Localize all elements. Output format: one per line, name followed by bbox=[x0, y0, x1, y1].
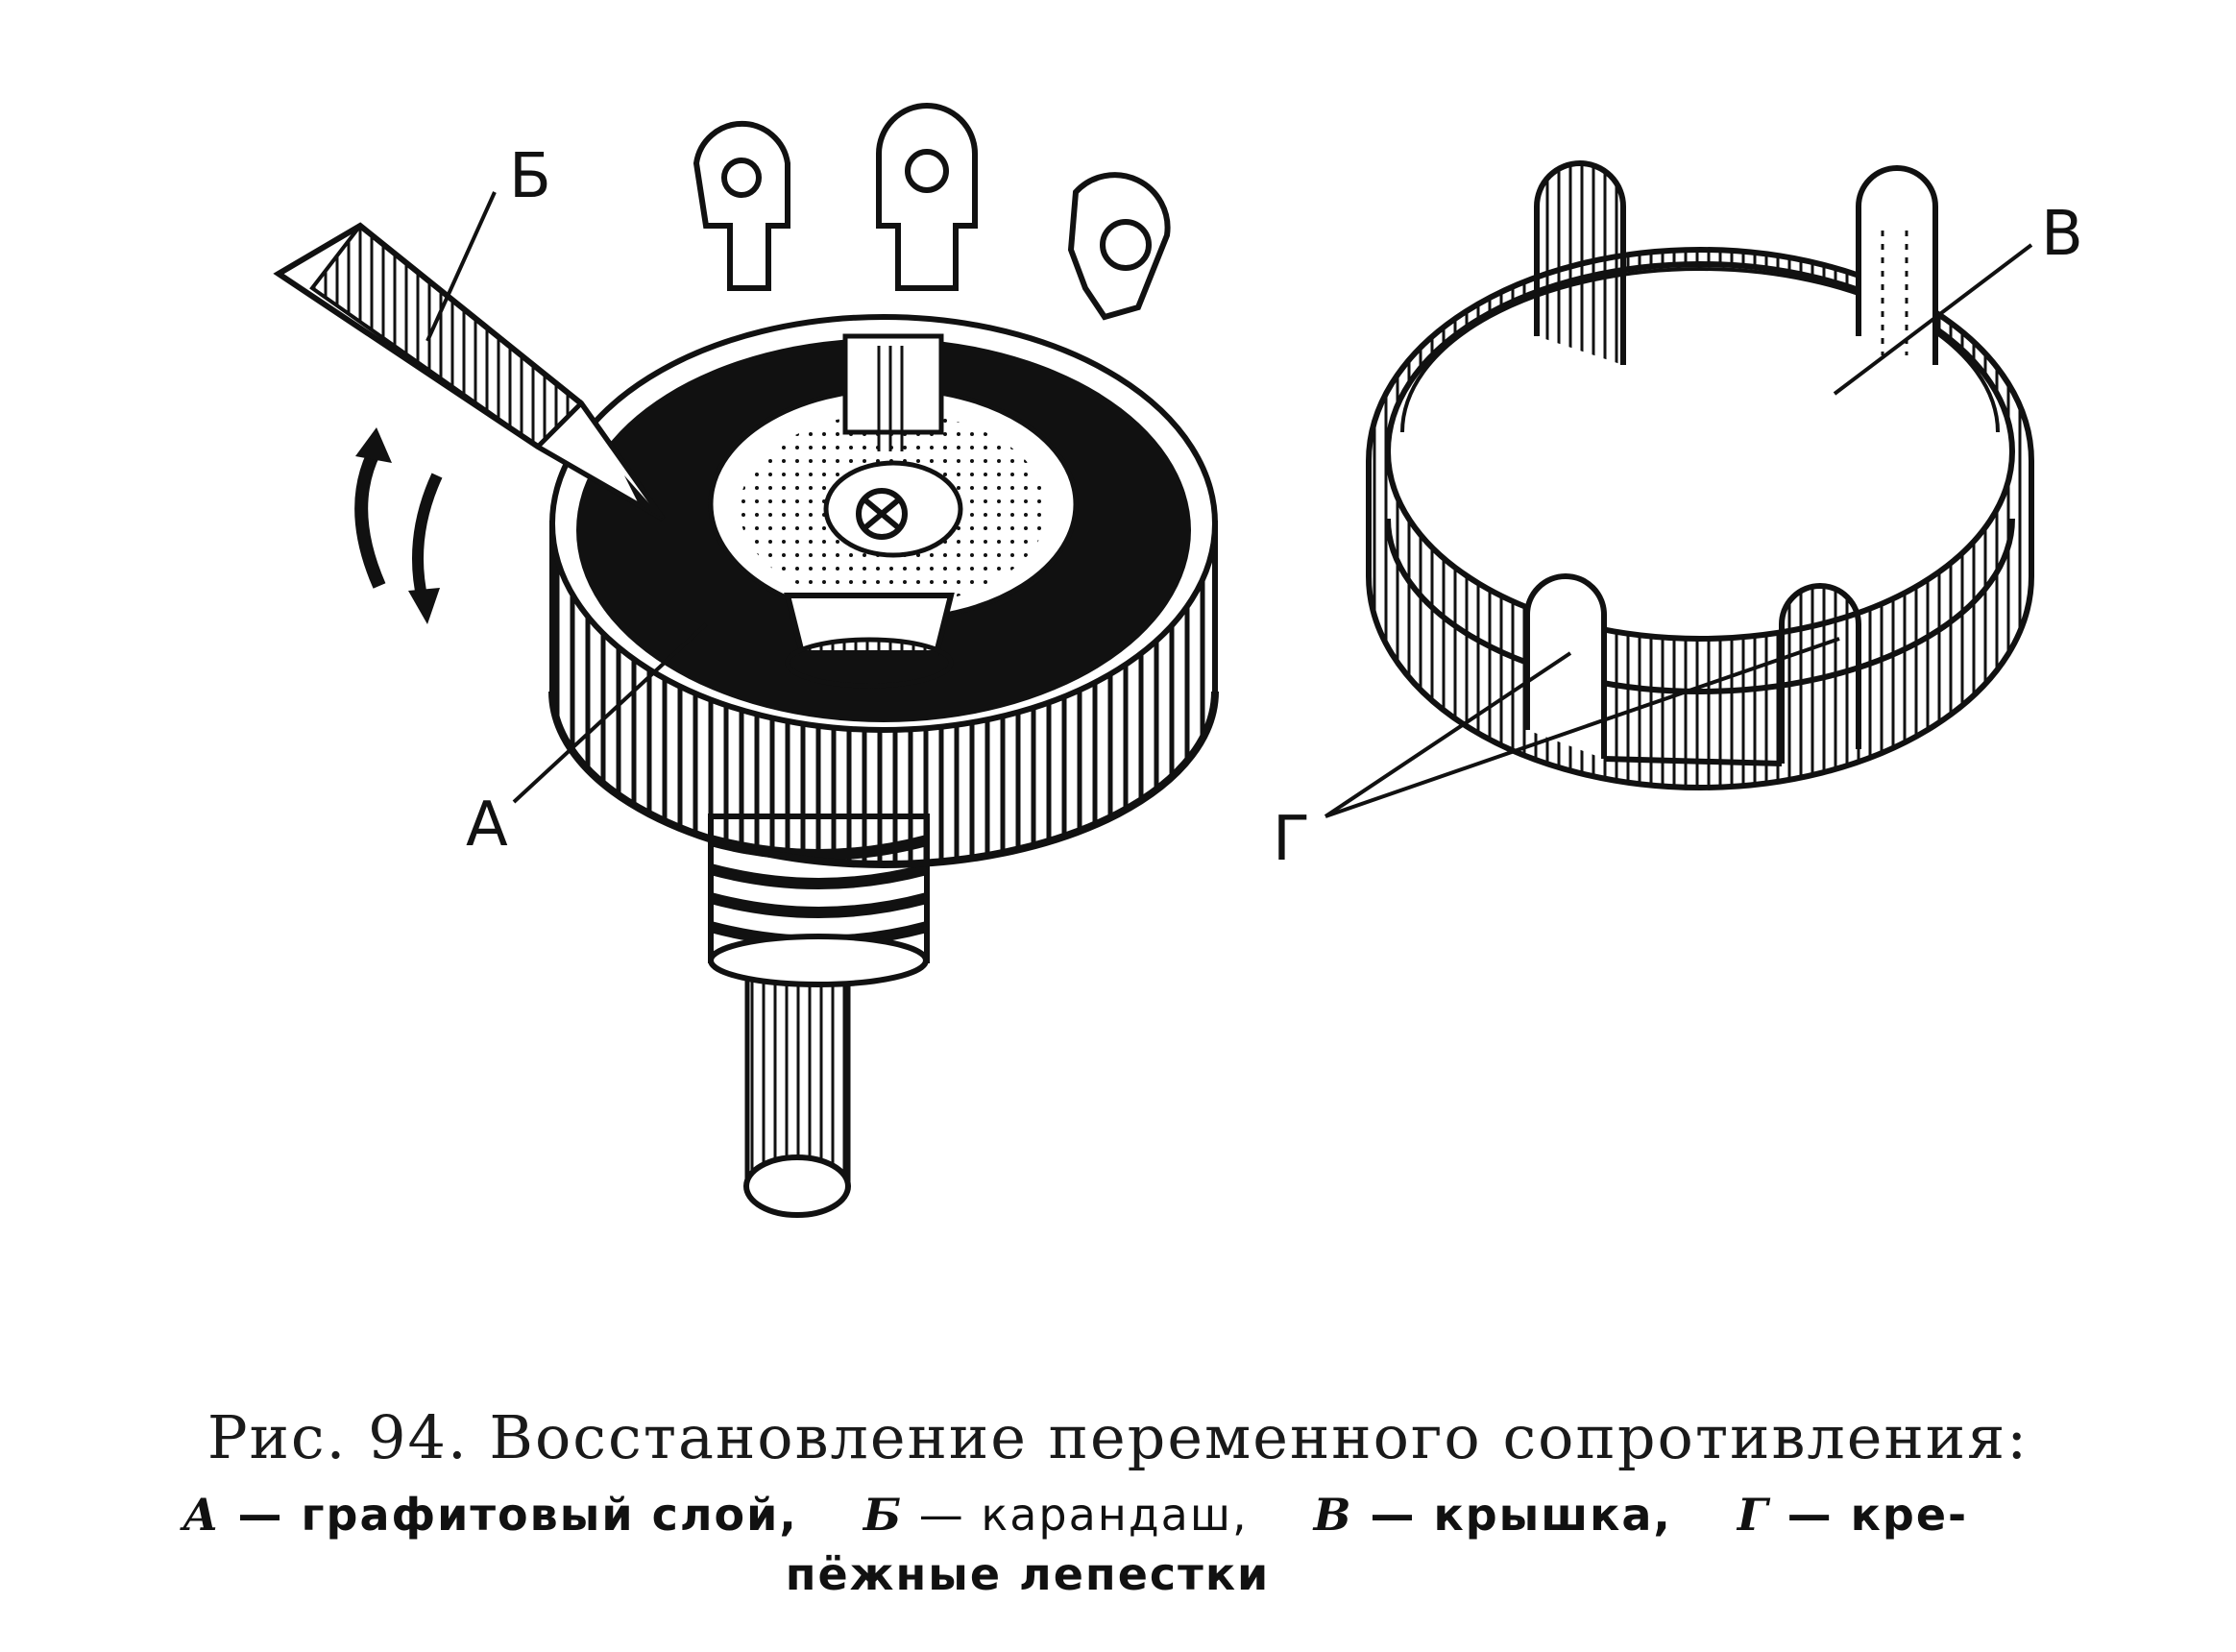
cover-tab-front-left bbox=[1524, 573, 1607, 759]
legend-continuation: пёжные лепестки bbox=[785, 1548, 1271, 1600]
legend-key-b: Б bbox=[863, 1489, 904, 1541]
wiper-arm bbox=[784, 333, 955, 689]
label-b: Б bbox=[509, 141, 551, 212]
terminal-right bbox=[1067, 172, 1171, 321]
figure-legend: А — графитовый слой, Б — карандаш, В — к… bbox=[182, 1489, 2055, 1608]
potentiometer bbox=[548, 103, 1219, 1218]
potentiometer-diagram: Б А В Г bbox=[273, 103, 2083, 1218]
legend-text-v: — крышка, bbox=[1352, 1489, 1672, 1541]
cover bbox=[1366, 160, 2034, 790]
rotation-arrows-icon bbox=[354, 427, 443, 624]
label-v: В bbox=[2041, 199, 2083, 270]
legend-row: А — графитовый слой, Б — карандаш, В — к… bbox=[182, 1489, 2055, 1548]
legend-key-g: Г bbox=[1737, 1489, 1770, 1541]
legend-text-b: — карандаш, bbox=[903, 1489, 1249, 1541]
legend-text-g: — кре- bbox=[1769, 1489, 1969, 1541]
pencil bbox=[273, 222, 666, 522]
figure-caption-title: Рис. 94. Восстановление переменного сопр… bbox=[207, 1402, 2029, 1472]
graphite-layer bbox=[708, 386, 1079, 622]
terminal-left bbox=[693, 120, 790, 291]
label-a: А bbox=[466, 790, 508, 861]
legend-key-a: А bbox=[182, 1489, 221, 1541]
leader-lines bbox=[425, 191, 2033, 818]
label-g: Г bbox=[1273, 804, 1310, 875]
legend-key-v: В bbox=[1313, 1489, 1353, 1541]
cover-tab-front-right bbox=[1779, 583, 1861, 764]
cover-tab-back-right bbox=[1856, 165, 1938, 365]
cover-tab-back-left bbox=[1534, 160, 1626, 365]
terminal-middle bbox=[876, 103, 978, 291]
legend-text-a: — графитовый слой, bbox=[220, 1489, 798, 1541]
